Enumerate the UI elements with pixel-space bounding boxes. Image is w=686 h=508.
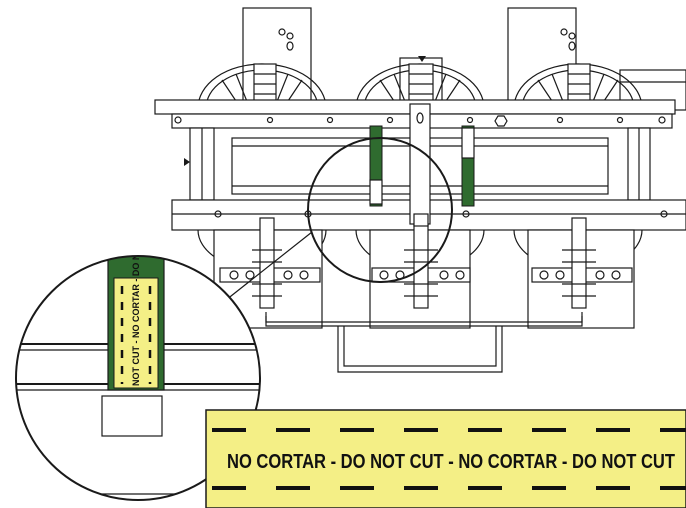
vertical-tape-text: NOT CUT - NO CORTAR - DO NOT CUT [131,220,141,386]
green-straps [369,125,475,207]
warning-tape: NO CORTAR - DO NOT CUT - NO CORTAR - DO … [205,409,686,508]
bottom-bus [265,312,583,373]
triangle-down-icon [418,56,426,62]
callout-leader [225,231,313,301]
lower-bushings [252,217,596,309]
center-plate [409,103,431,227]
mounting-plate-left [242,7,312,109]
strap-tag [461,127,475,159]
strap-tag [369,179,383,205]
callout-circle-small [307,137,453,283]
hex-nut-icon [494,115,508,127]
callout-circle-large [15,255,261,501]
triangle-right-icon [184,158,190,166]
tape-text: NO CORTAR - DO NOT CUT - NO CORTAR - DO … [227,451,675,473]
top-bushings [253,63,591,103]
